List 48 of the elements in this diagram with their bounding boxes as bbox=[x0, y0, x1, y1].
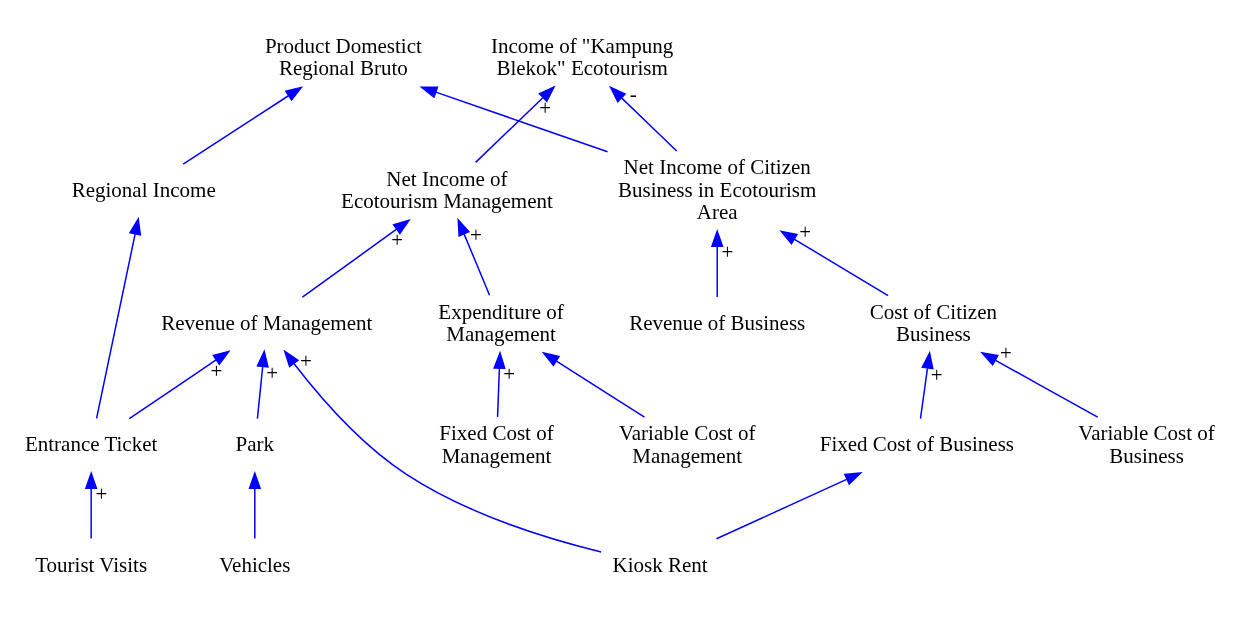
arrow bbox=[710, 228, 724, 298]
edge-label: + bbox=[539, 95, 552, 120]
node-text: Regional Income bbox=[71, 177, 216, 202]
node-text: Net Income of Ecotourism Management bbox=[341, 166, 553, 213]
edge-label: + bbox=[95, 481, 108, 506]
arrow bbox=[84, 470, 98, 539]
edge-label: + bbox=[503, 361, 516, 386]
arrow bbox=[182, 85, 304, 165]
arrow bbox=[457, 217, 491, 296]
arrow bbox=[779, 229, 889, 296]
edge-label: - bbox=[629, 81, 637, 106]
arrow bbox=[919, 350, 934, 419]
node-text: Revenue of Management bbox=[161, 310, 373, 335]
arrow bbox=[248, 470, 262, 539]
edge-label: + bbox=[266, 360, 279, 385]
arrow bbox=[715, 471, 863, 539]
node-text: Vehicles bbox=[219, 552, 291, 577]
arrow bbox=[541, 351, 646, 418]
node-text: Income of "Kampung Blekok" Ecotourism bbox=[490, 33, 674, 80]
arrow bbox=[301, 218, 411, 298]
node-text: Entrance Ticket bbox=[24, 431, 158, 456]
arrow bbox=[608, 85, 678, 152]
node-text: Tourist Visits bbox=[35, 552, 148, 577]
arrow bbox=[474, 85, 556, 163]
node-text: Park bbox=[235, 431, 275, 456]
node-text: Kiosk Rent bbox=[612, 552, 708, 577]
edge-label: + bbox=[391, 227, 404, 252]
edge-label: + bbox=[470, 222, 482, 247]
node-text: Fixed Cost of Business bbox=[819, 431, 1015, 456]
edge-label: + bbox=[721, 239, 734, 264]
arrow bbox=[95, 216, 142, 419]
edge-label: + bbox=[930, 362, 943, 387]
node-text: Variable Cost of Business bbox=[1078, 420, 1215, 468]
edge-label: + bbox=[1000, 340, 1012, 365]
node-text: Revenue of Business bbox=[629, 310, 806, 335]
node-text: Expenditure of Management bbox=[438, 299, 564, 346]
edge-label: + bbox=[300, 348, 312, 373]
arrow bbox=[256, 348, 269, 419]
arrow bbox=[419, 85, 609, 153]
edge-label: + bbox=[210, 358, 223, 383]
node-text: Cost of Citizen Business bbox=[869, 299, 997, 346]
node-text: Variable Cost of Management bbox=[618, 420, 756, 468]
arrow bbox=[283, 349, 602, 553]
arrow bbox=[493, 350, 506, 418]
arrow bbox=[128, 349, 231, 419]
node-text: Product Domestict Regional Bruto bbox=[264, 33, 422, 80]
arrow bbox=[980, 351, 1099, 418]
node-text: Fixed Cost of Management bbox=[439, 420, 554, 468]
